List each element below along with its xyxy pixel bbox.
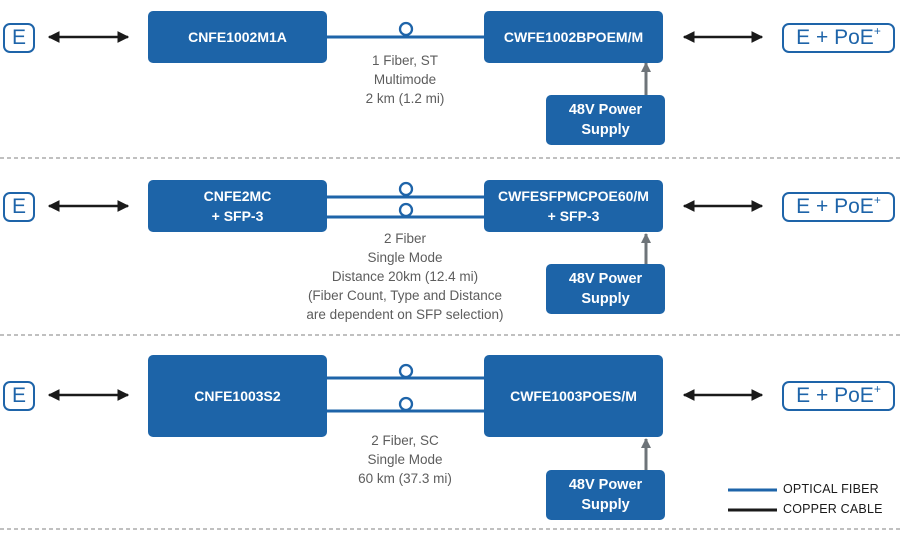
device-name: CWFE1003POES/M	[510, 388, 637, 404]
device-name: CWFE1002BPOEM/M	[503, 29, 644, 45]
power-supply: 48V Power Supply	[546, 470, 665, 520]
legend-copper-cable: COPPER CABLE	[783, 502, 883, 516]
poe-label-text: E + PoE	[796, 26, 874, 49]
device-name: CNFE1003S2	[194, 388, 281, 404]
device-right: CWFE1002BPOEM/M	[484, 11, 663, 63]
poe-label: E + PoE+	[782, 381, 895, 411]
description-line: 2 Fiber, SC	[371, 433, 439, 448]
power-supply-line: 48V Power	[568, 271, 643, 287]
fiber-connector-3b	[398, 396, 414, 412]
link-description: 1 Fiber, ST Multimode 2 km (1.2 mi)	[255, 51, 555, 108]
description-line: Single Mode	[367, 452, 443, 467]
device-name: CNFE2MC	[203, 188, 272, 204]
poe-label: E + PoE+	[782, 23, 895, 53]
device-right: CWFESFPMCPOE60/M + SFP-3	[484, 180, 663, 232]
ethernet-label: E	[3, 192, 35, 222]
poe-label-text: E + PoE	[796, 384, 874, 407]
legend-optical-fiber: OPTICAL FIBER	[783, 482, 879, 496]
description-line: 2 Fiber	[383, 231, 427, 246]
fiber-connector-1	[398, 21, 414, 37]
poe-label-text: E + PoE	[796, 195, 874, 218]
description-line: 2 km (1.2 mi)	[365, 91, 445, 106]
fiber-connector-2b	[398, 202, 414, 218]
fiber-connector-3a	[398, 363, 414, 379]
description-line: are dependent on SFP selection)	[306, 307, 504, 322]
device-left: CNFE1003S2	[148, 355, 327, 437]
link-description: 2 Fiber Single Mode Distance 20km (12.4 …	[255, 229, 555, 324]
ethernet-label: E	[3, 381, 35, 411]
poe-label: E + PoE+	[782, 192, 895, 222]
poe-plus: +	[873, 382, 881, 396]
device-name: + SFP-3	[547, 208, 600, 224]
description-line: Distance 20km (12.4 mi)	[331, 269, 479, 284]
device-right: CWFE1003POES/M	[484, 355, 663, 437]
device-left: CNFE1002M1A	[148, 11, 327, 63]
power-supply-line: 48V Power	[568, 102, 643, 118]
link-description: 2 Fiber, SC Single Mode 60 km (37.3 mi)	[255, 431, 555, 488]
power-supply-line: Supply	[581, 291, 630, 307]
fiber-connector-2a	[398, 181, 414, 197]
power-supply-line: Supply	[581, 497, 630, 513]
power-supply-line: Supply	[581, 122, 630, 138]
device-name: CWFESFPMCPOE60/M	[498, 188, 649, 204]
description-line: 60 km (37.3 mi)	[358, 471, 452, 486]
device-left: CNFE2MC + SFP-3	[148, 180, 327, 232]
description-line: (Fiber Count, Type and Distance	[307, 288, 503, 303]
power-supply: 48V Power Supply	[546, 264, 665, 314]
poe-plus: +	[873, 24, 881, 38]
description-line: 1 Fiber, ST	[371, 53, 439, 68]
ethernet-label: E	[3, 23, 35, 53]
power-supply: 48V Power Supply	[546, 95, 665, 145]
power-supply-line: 48V Power	[568, 477, 643, 493]
description-line: Multimode	[373, 72, 437, 87]
description-line: Single Mode	[367, 250, 443, 265]
poe-plus: +	[873, 193, 881, 207]
device-name: + SFP-3	[211, 208, 264, 224]
device-name: CNFE1002M1A	[188, 29, 287, 45]
